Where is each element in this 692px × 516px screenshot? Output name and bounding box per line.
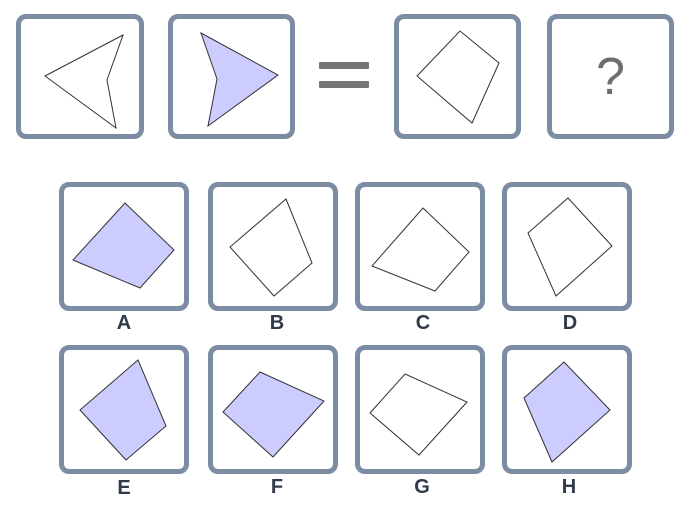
option-e-label: E [117,477,131,499]
option-h-label: H [561,476,577,498]
option-g[interactable] [355,345,485,474]
option-a[interactable] [59,182,189,311]
option-f-shape [222,371,325,458]
option-a-label: A [116,312,132,334]
option-f[interactable] [208,345,338,474]
option-a-shape [72,202,175,289]
option-c-shape [371,207,470,292]
option-f-label: F [270,476,284,498]
arrowhead-left-shape [44,33,124,130]
option-c[interactable] [355,182,485,311]
arrowhead-right-shape [200,31,279,128]
option-d-shape [527,197,613,297]
option-g-label: G [414,476,430,498]
quadrilateral-shape [416,30,500,124]
option-b[interactable] [208,182,338,311]
question-tile-2 [168,14,295,139]
equals-sign [319,62,369,92]
option-d-label: D [562,312,578,334]
answer-tile-unknown: ? [547,14,674,139]
option-g-shape [369,373,468,456]
option-h[interactable] [502,345,632,474]
option-e[interactable] [59,345,189,474]
option-c-label: C [415,312,431,334]
option-h-shape [523,361,611,463]
question-tile-3 [394,14,521,139]
question-mark: ? [596,47,625,106]
option-b-label: B [269,312,285,334]
option-d[interactable] [502,182,632,311]
question-tile-1 [16,14,144,139]
option-e-shape [79,359,167,461]
option-b-shape [229,198,313,297]
